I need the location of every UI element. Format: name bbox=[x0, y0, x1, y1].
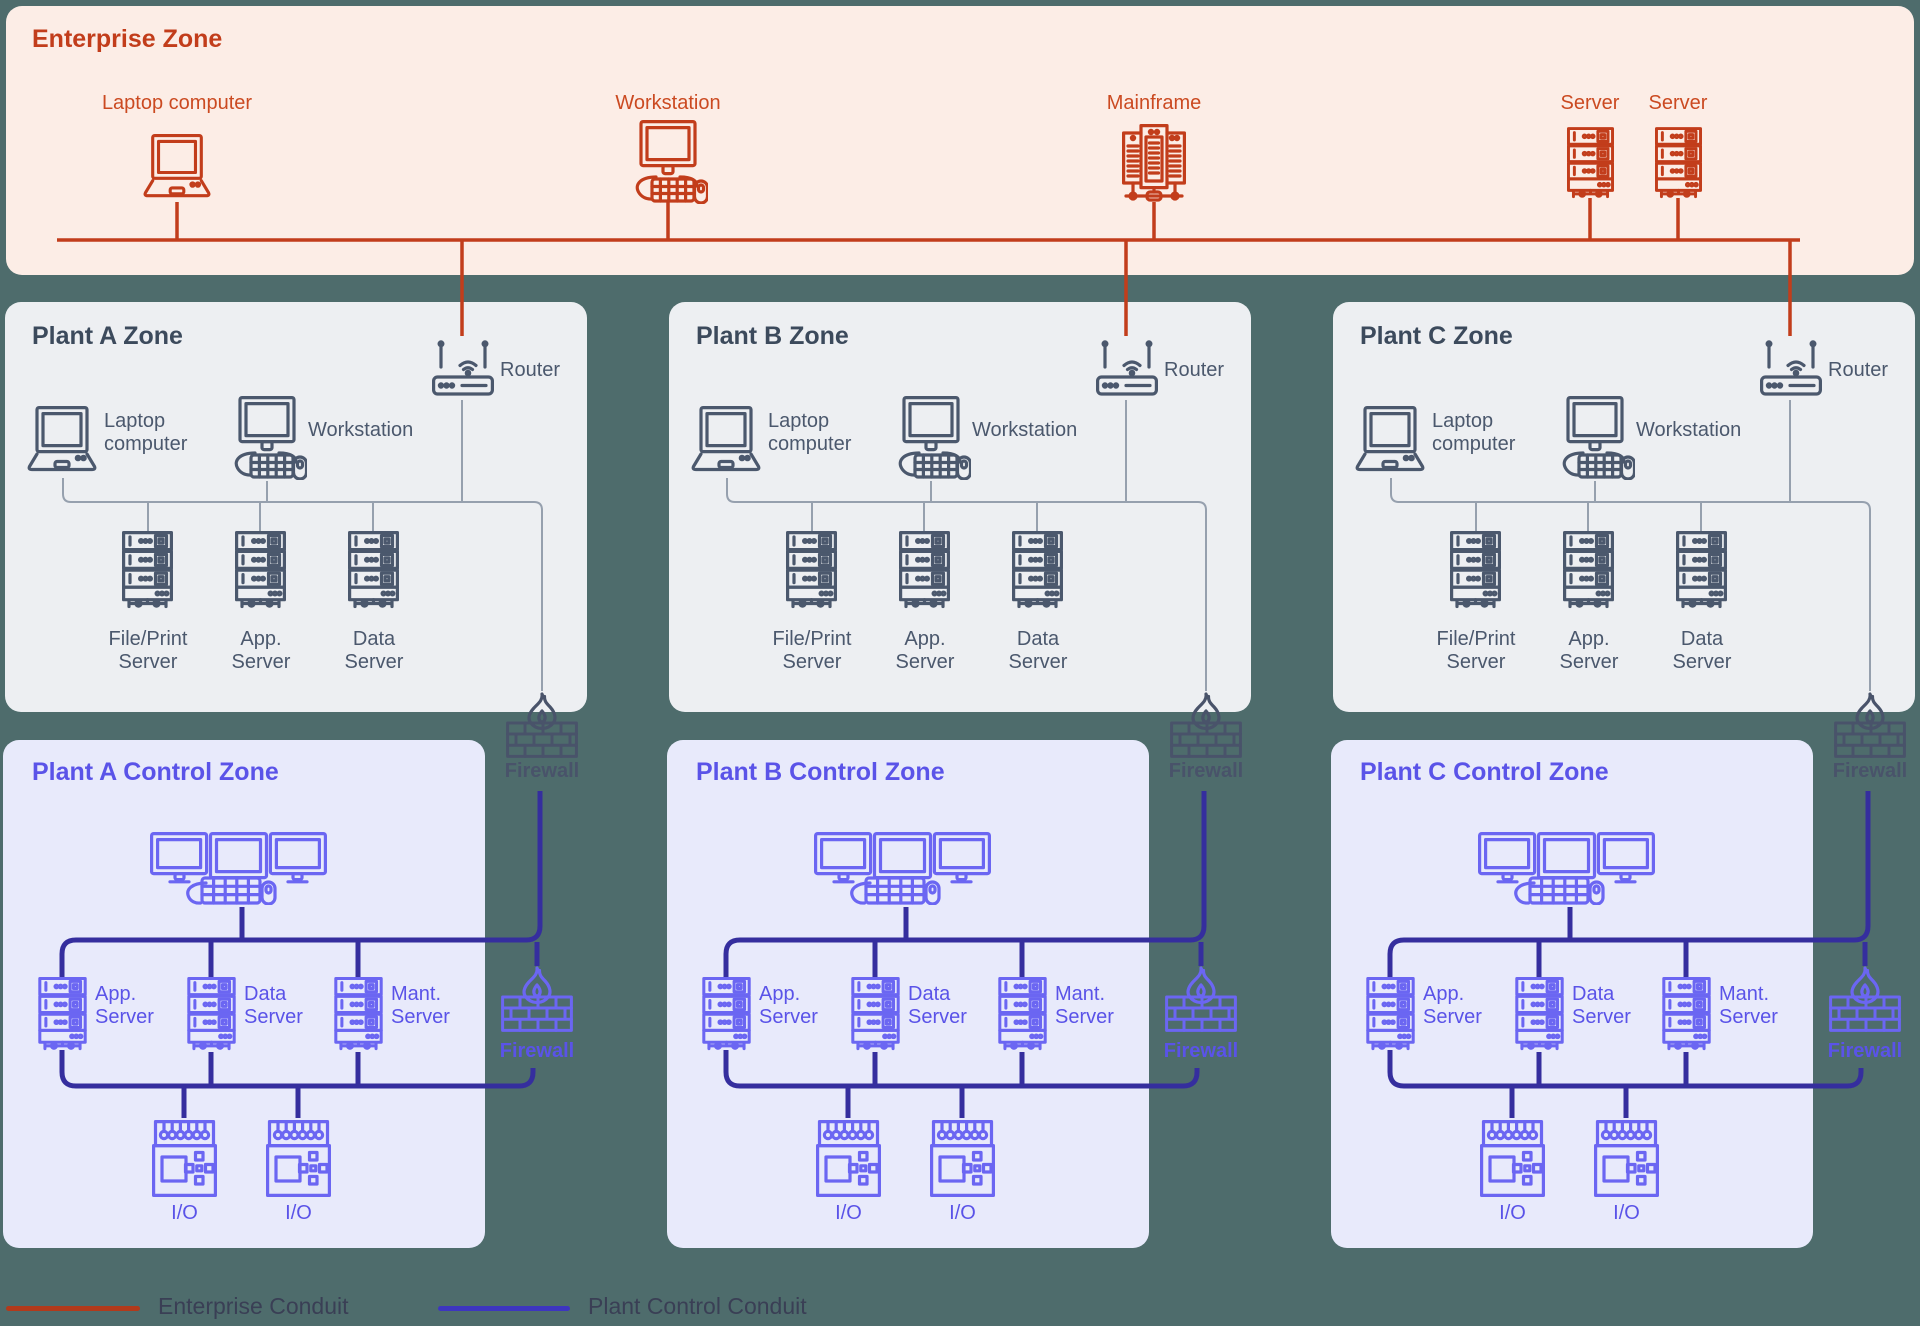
plant-zone-title: Plant C Zone bbox=[1360, 322, 1513, 350]
hmi-workstation-icon bbox=[1478, 832, 1655, 905]
server-icon bbox=[1365, 977, 1416, 1052]
io-module-icon bbox=[1480, 1120, 1545, 1197]
router-icon bbox=[1760, 340, 1822, 397]
legend-plant-conduit-label: Plant Control Conduit bbox=[588, 1293, 807, 1319]
plant-zone-title: Plant A Zone bbox=[32, 322, 183, 350]
ctrl-data-server-label: Data Server bbox=[1572, 983, 1631, 1028]
laptop-icon bbox=[1353, 406, 1427, 478]
workstation-label: Workstation bbox=[1636, 419, 1742, 441]
data-server-label: Data Server bbox=[1672, 628, 1732, 673]
ctrl-app-server-label: App. Server bbox=[1423, 983, 1482, 1028]
legend-plant-conduit-swatch bbox=[438, 1306, 570, 1311]
server-icon bbox=[1676, 531, 1727, 610]
server-label: Server bbox=[1648, 92, 1708, 114]
app-server-label: App. Server bbox=[1559, 628, 1619, 673]
legend-enterprise-conduit-swatch bbox=[6, 1306, 140, 1311]
firewall-icon bbox=[1829, 966, 1901, 1032]
server-icon bbox=[1661, 977, 1712, 1052]
control-zone-title: Plant B Control Zone bbox=[696, 758, 945, 786]
router-label: Router bbox=[1164, 359, 1225, 381]
file-print-server-label: File/Print Server bbox=[1436, 628, 1516, 673]
firewall-label: Firewall bbox=[1832, 760, 1908, 782]
io-label: I/O bbox=[1499, 1202, 1526, 1224]
io-label: I/O bbox=[949, 1202, 976, 1224]
firewall-label: Firewall bbox=[1827, 1040, 1903, 1062]
router-label: Router bbox=[500, 359, 561, 381]
legend-enterprise-conduit-label: Enterprise Conduit bbox=[158, 1293, 349, 1319]
firewall-icon bbox=[1834, 692, 1906, 758]
server-icon bbox=[1450, 531, 1501, 610]
legend: Enterprise Conduit Plant Control Conduit bbox=[0, 1293, 1920, 1326]
server-label: Server bbox=[1560, 92, 1620, 114]
control-zone-title: Plant A Control Zone bbox=[32, 758, 279, 786]
router-label: Router bbox=[1828, 359, 1889, 381]
laptop-label: Laptop computer bbox=[1432, 410, 1516, 455]
server-icon bbox=[1563, 531, 1614, 610]
laptop-label: Laptop computer bbox=[101, 92, 253, 114]
workstation-label: Workstation bbox=[615, 92, 721, 114]
mainframe-label: Mainframe bbox=[1106, 92, 1202, 114]
firewall-label: Firewall bbox=[1168, 760, 1244, 782]
io-label: I/O bbox=[285, 1202, 312, 1224]
control-zone-title: Plant C Control Zone bbox=[1360, 758, 1609, 786]
io-module-icon bbox=[1594, 1120, 1659, 1197]
io-label: I/O bbox=[1613, 1202, 1640, 1224]
plant-zone-title: Plant B Zone bbox=[696, 322, 849, 350]
io-label: I/O bbox=[835, 1202, 862, 1224]
enterprise-zone-title: Enterprise Zone bbox=[32, 25, 223, 53]
server-icon bbox=[1514, 977, 1565, 1052]
ctrl-mant-server-label: Mant. Server bbox=[1719, 983, 1778, 1028]
workstation-icon bbox=[1555, 396, 1635, 480]
io-label: I/O bbox=[171, 1202, 198, 1224]
firewall-label: Firewall bbox=[504, 760, 580, 782]
